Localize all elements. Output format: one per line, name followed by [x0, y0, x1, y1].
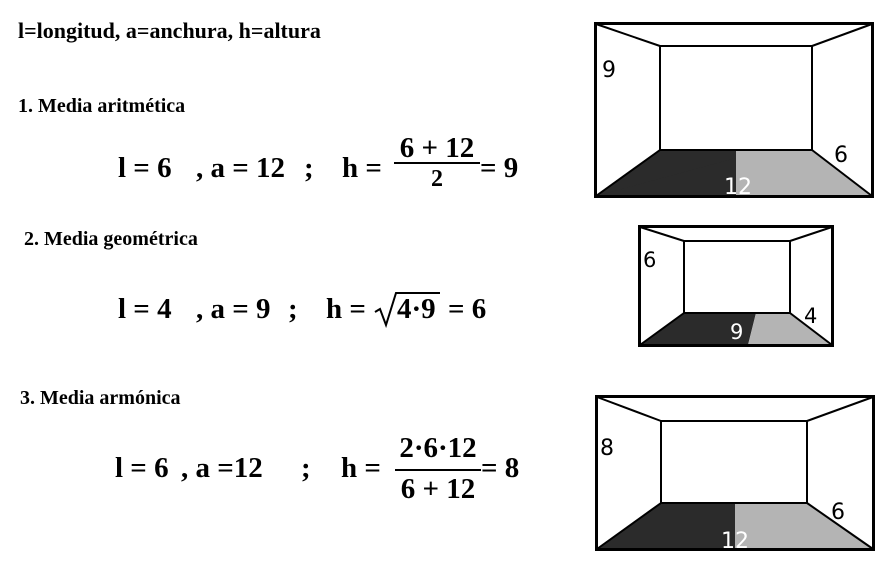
length-value: l = 6	[118, 152, 172, 184]
room-width-label: 6	[831, 500, 845, 525]
width-value: , a = 9	[196, 293, 271, 325]
fraction-numerator: 6 + 12	[399, 132, 475, 164]
width-value: , a =12	[181, 452, 263, 484]
result: = 6	[448, 293, 487, 325]
width-value: , a = 12	[196, 152, 286, 184]
room-length-label: 12	[724, 175, 752, 198]
room-diagram-arithmetic: 9 12 6	[594, 22, 874, 198]
room-diagram-geometric: 6 9 4	[638, 225, 834, 347]
height-label: h =	[326, 293, 366, 325]
fraction-numerator: 2·6·12	[399, 432, 477, 464]
fraction-denominator: 2	[431, 166, 443, 192]
separator: ;	[288, 293, 298, 325]
room-height-label: 9	[602, 58, 616, 83]
result: = 8	[481, 452, 520, 484]
room-width-label: 6	[834, 143, 848, 168]
heading-arithmetic-mean: 1. Media aritmética	[18, 95, 186, 117]
length-value: l = 6	[115, 452, 169, 484]
equation-geometric: l = 4 , a = 9 ; h = 4·9 = 6	[118, 288, 518, 348]
fraction-denominator: 6 + 12	[400, 473, 476, 505]
square-root-sign	[374, 292, 398, 328]
equation-harmonic: l = 6 , a =12 ; h = 2·6·12 6 + 12 = 8	[115, 432, 535, 505]
room-height-label: 6	[643, 248, 656, 272]
heading-harmonic-mean: 3. Media armónica	[20, 387, 181, 409]
heading-geometric-mean: 2. Media geométrica	[24, 228, 198, 250]
length-value: l = 4	[118, 293, 172, 325]
room-width-label: 4	[804, 304, 817, 328]
height-label: h =	[341, 452, 381, 484]
radical-bar	[396, 292, 440, 294]
variable-legend: l=longitud, a=anchura, h=altura	[18, 18, 321, 43]
radicand: 4·9	[397, 293, 436, 325]
separator: ;	[304, 152, 314, 184]
separator: ;	[301, 452, 311, 484]
equation-arithmetic: l = 6 , a = 12 ; h = 6 + 12 2 = 9	[118, 132, 538, 202]
room-length-label: 12	[721, 529, 749, 551]
room-length-label: 9	[730, 320, 743, 344]
height-label: h =	[342, 152, 382, 184]
room-height-label: 8	[600, 436, 614, 461]
fraction-bar	[394, 162, 480, 164]
fraction-bar	[395, 469, 481, 471]
room-diagram-harmonic: 8 12 6	[595, 395, 875, 551]
result: = 9	[480, 152, 519, 184]
